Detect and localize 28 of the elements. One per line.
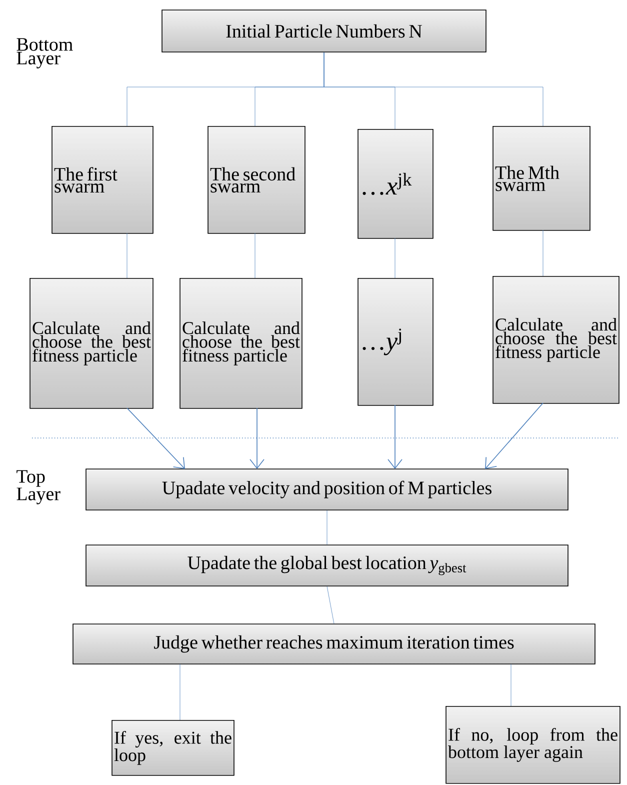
connector xyxy=(326,510,328,545)
connector xyxy=(485,402,544,469)
process-box: …x$^{jk}$ xyxy=(358,129,434,239)
connector xyxy=(394,238,396,278)
process-box: Calculate and choose the best fitness particle xyxy=(180,278,302,409)
layer-label: Bottom Layer xyxy=(16,38,73,68)
process-box: Calculate and choose the best fitness particle xyxy=(492,276,620,404)
connector xyxy=(388,404,402,469)
connector xyxy=(254,232,256,278)
process-box: The second swarm xyxy=(208,126,306,234)
connector xyxy=(510,664,512,706)
connector xyxy=(324,52,544,126)
process-box: …y$^{j}$ xyxy=(358,278,434,406)
process-box: Judge whether reaches maximum iteration times xyxy=(72,624,596,664)
process-box: Calculate and choose the best fitness particle xyxy=(30,278,154,409)
process-box: The first swarm xyxy=(52,126,154,234)
layer-label: Top Layer xyxy=(16,470,60,504)
process-box: Initial Particle Numbers N xyxy=(162,10,486,52)
process-box: If yes, exit the loop xyxy=(112,720,234,776)
process-box: Upadate the global best locationy$_{gbest}$ xyxy=(86,544,568,586)
connector xyxy=(250,408,264,469)
connector xyxy=(126,408,185,469)
process-box: If no, loop from the bottom layer again xyxy=(446,706,620,784)
process-box: The Mth swarm xyxy=(492,126,590,231)
process-box: Upadate velocity and position of M particles xyxy=(86,468,568,510)
connector xyxy=(542,230,544,276)
connector xyxy=(326,586,334,624)
connector xyxy=(126,232,128,278)
